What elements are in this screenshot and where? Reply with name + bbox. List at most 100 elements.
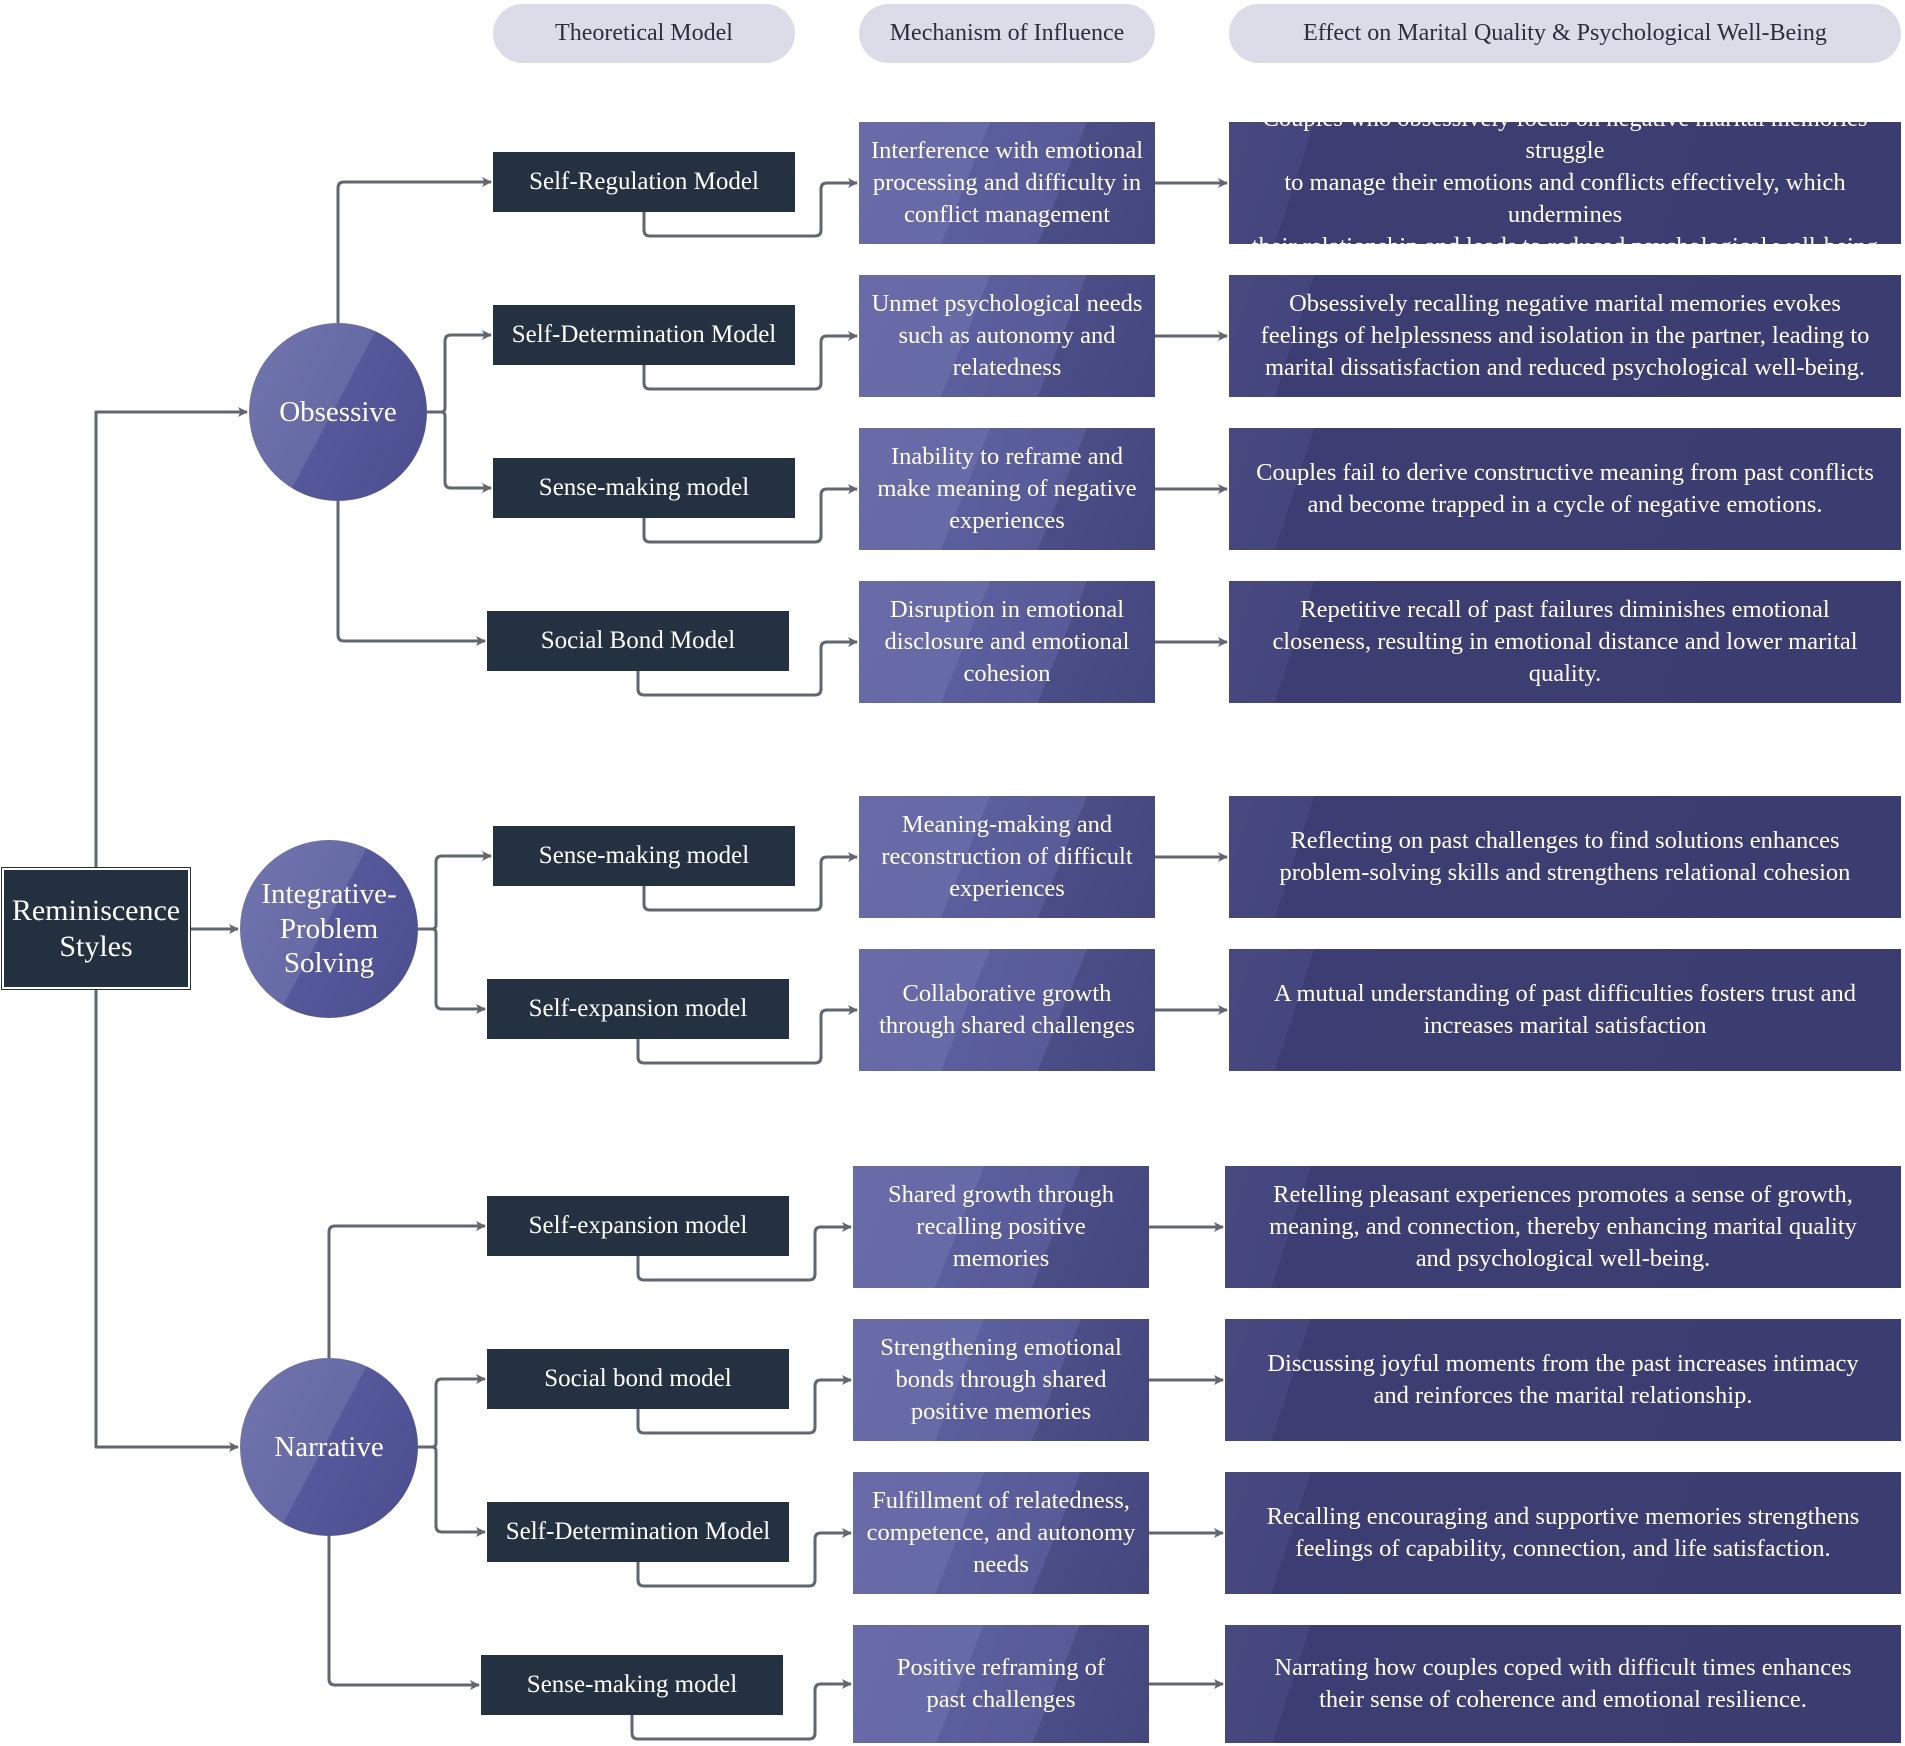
effect-box-line: and become trapped in a cycle of negativ… — [1307, 491, 1823, 518]
effect-box-line: Reflecting on past challenges to find so… — [1290, 827, 1840, 855]
style-to-model-connector — [427, 410, 492, 493]
model-to-mechanism-connector — [636, 1005, 858, 1065]
effect-box-line: problem-solving skills and strengthens r… — [1279, 859, 1851, 886]
mechanism-box-line: processing and difficulty in — [872, 169, 1142, 197]
mechanism-box-line: Positive reframing of — [896, 1654, 1106, 1682]
model-to-mechanism-connector — [642, 178, 858, 238]
model-box: Sense-making model — [493, 458, 795, 518]
model-to-mechanism-connector — [630, 1679, 852, 1741]
header-theoretical-model: Theoretical Model — [493, 4, 795, 63]
model-to-mechanism-connector — [642, 484, 858, 544]
header-mechanism-of-influence: Mechanism of Influence — [859, 4, 1155, 63]
model-box: Social Bond Model — [487, 611, 789, 671]
effect-box-line: Discussing joyful moments from the past … — [1267, 1350, 1859, 1378]
mechanism-box-line: Inability to reframe and — [891, 443, 1123, 471]
mechanism-box-line: cohesion — [963, 659, 1051, 687]
mechanism-box-line: experiences — [949, 506, 1065, 534]
effect-box-line: closeness, resulting in emotional distan… — [1272, 628, 1858, 656]
effect-box-line: quality. — [1528, 659, 1602, 687]
effect-box-line: Repetitive recall of past failures dimin… — [1300, 596, 1830, 624]
mechanism-box-line: disclosure and emotional — [884, 628, 1130, 656]
effect-box: Recalling encouraging and supportive mem… — [1225, 1472, 1901, 1594]
mechanism-box: Meaning-making and reconstruction of diff… — [859, 796, 1155, 918]
style-node-obsessive-line: Obsessive — [279, 395, 397, 428]
mechanism-box-line: relatedness — [952, 353, 1062, 381]
effect-box-line: meaning, and connection, thereby enhanci… — [1269, 1213, 1857, 1241]
mechanism-box: Strengthening emotional bonds through sha… — [853, 1319, 1149, 1441]
mechanism-box: Fulfillment of relatedness,competence, a… — [853, 1472, 1149, 1594]
mechanism-box-line: experiences — [949, 874, 1065, 902]
effect-box: Retelling pleasant experiences promotes … — [1225, 1166, 1901, 1288]
mechanism-box-line: make meaning of negative — [877, 475, 1137, 503]
style-to-model-connector — [327, 1221, 486, 1358]
mechanism-box-line: conflict management — [903, 200, 1111, 228]
style-to-model-connector — [427, 330, 492, 414]
model-box: Self-Regulation Model — [493, 152, 795, 212]
model-box: Self-Determination Model — [493, 305, 795, 365]
model-to-mechanism-connector — [636, 1528, 852, 1588]
style-node-narrative: Narrative — [240, 1358, 418, 1536]
effect-box: Repetitive recall of past failures dimin… — [1229, 581, 1901, 703]
style-node-integrative-problem-solving-line: Problem — [279, 912, 379, 945]
style-to-model-connector — [336, 501, 486, 646]
mechanism-box-line: Meaning-making and — [901, 811, 1113, 839]
model-box: Self-expansion model — [487, 979, 789, 1039]
effect-box-line: increases marital satisfaction — [1423, 1012, 1707, 1039]
mechanism-box-line: Unmet psychological needs — [871, 290, 1143, 318]
mechanism-box-line: Disruption in emotional — [889, 596, 1125, 624]
effect-box-line: to manage their emotions and conflicts e… — [1284, 169, 1846, 228]
effect-box-line: feelings of capability, connection, and … — [1295, 1535, 1831, 1562]
effect-box-line: marital dissatisfaction and reduced psyc… — [1264, 353, 1866, 381]
model-to-mechanism-connector — [642, 331, 858, 391]
model-box: Self-Determination Model — [487, 1502, 789, 1562]
effect-box-line: and reinforces the marital relationship. — [1373, 1382, 1753, 1409]
effect-box-line: and psychological well-being. — [1415, 1244, 1711, 1272]
style-node-integrative-problem-solving-line: Solving — [283, 947, 375, 980]
root-node-reminiscence-styles: Reminiscence Styles — [1, 867, 191, 990]
effect-box: Reflecting on past challenges to find so… — [1229, 796, 1901, 918]
style-to-model-connector — [418, 1445, 486, 1537]
mechanism-box-line: positive memories — [910, 1397, 1092, 1425]
effect-box: Discussing joyful moments from the past … — [1225, 1319, 1901, 1441]
model-to-mechanism-connector — [636, 1375, 852, 1435]
effect-box-line: feelings of helplessness and isolation i… — [1260, 322, 1870, 350]
model-box: Social bond model — [487, 1349, 789, 1409]
header-effect: Effect on Marital Quality & Psychologica… — [1229, 4, 1901, 63]
style-to-model-connector — [418, 927, 486, 1014]
mechanism-box: Disruption in emotional disclosure and em… — [859, 581, 1155, 703]
effect-box-line: Obsessively recalling negative marital m… — [1289, 290, 1841, 318]
mechanism-box-line: bonds through shared — [895, 1366, 1107, 1394]
effect-box: Obsessively recalling negative marital m… — [1229, 275, 1901, 397]
style-to-model-connector — [418, 851, 492, 931]
model-to-mechanism-connector — [636, 1222, 852, 1282]
effect-box-line: their relationship and leads to reduced … — [1251, 232, 1879, 260]
model-to-mechanism-connector — [636, 637, 858, 697]
root-to-narrative-connector — [94, 989, 239, 1452]
effect-box: A mutual understanding of past difficult… — [1229, 949, 1901, 1071]
effect-box-line: their sense of coherence and emotional r… — [1319, 1686, 1807, 1713]
mechanism-box-line: competence, and autonomy — [866, 1519, 1136, 1547]
model-box: Sense-making model — [481, 1655, 783, 1715]
root-label-line: Reminiscence — [11, 893, 181, 927]
effect-box-line: Narrating how couples coped with difficu… — [1274, 1654, 1852, 1682]
model-to-mechanism-connector — [642, 852, 858, 912]
effect-box-line: Couples fail to derive constructive mean… — [1256, 459, 1874, 487]
style-to-model-connector — [418, 1374, 486, 1449]
mechanism-box-line: reconstruction of difficult — [881, 843, 1133, 871]
effect-box-line: Recalling encouraging and supportive mem… — [1266, 1503, 1860, 1531]
effect-box: Couples fail to derive constructive mean… — [1229, 428, 1901, 550]
mechanism-box-line: recalling positive — [916, 1213, 1086, 1241]
mechanism-box-line: Strengthening emotional — [880, 1334, 1122, 1362]
style-node-obsessive: Obsessive — [249, 323, 427, 501]
style-to-model-connector — [327, 1536, 480, 1690]
effect-box-line: Couples who obsessively focus on negativ… — [1262, 105, 1868, 165]
mechanism-box-line: Collaborative growth — [902, 980, 1112, 1008]
style-node-integrative-problem-solving-line: Integrative- — [261, 877, 397, 910]
